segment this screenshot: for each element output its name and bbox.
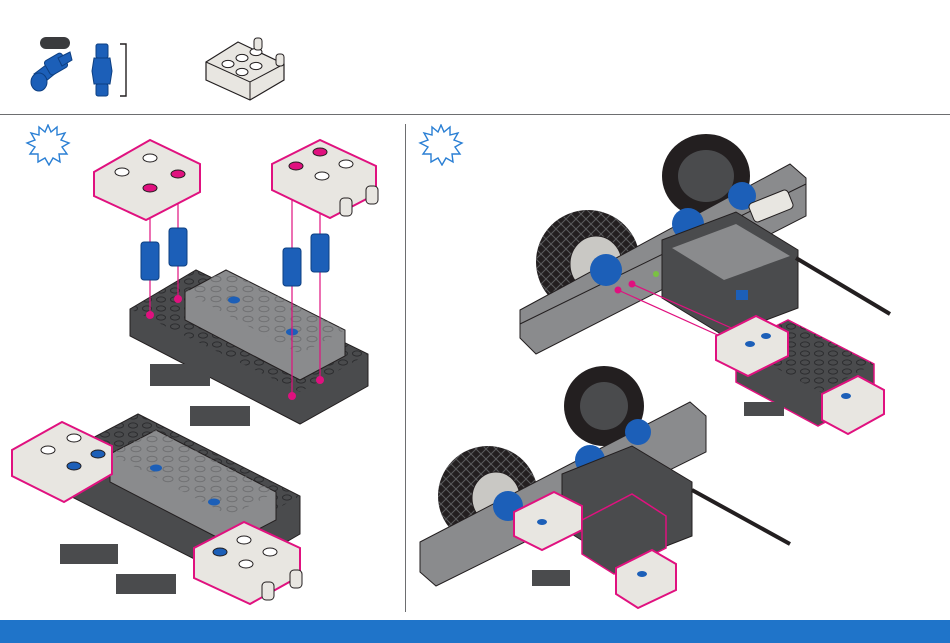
- capped-connector-pin-icon: [90, 42, 132, 100]
- drivetrain-chassis-complete: [420, 366, 790, 608]
- left-assembly-panel: [0, 124, 405, 616]
- right-assembly-panel: [406, 124, 950, 616]
- corner-connector-top-right: [272, 140, 378, 218]
- footer-bar: [0, 620, 950, 643]
- assembled-subunit: [12, 414, 302, 604]
- drivetrain-chassis-upper: [520, 134, 890, 354]
- corner-connector-icon: [198, 34, 294, 104]
- blue-pin-connector-icon: [28, 34, 76, 96]
- exploded-baseplate: [130, 270, 368, 426]
- subunit-attaching: [716, 316, 884, 434]
- corner-connector-top-left: [94, 140, 200, 220]
- header-divider: [0, 114, 950, 115]
- parts-list-bar: [0, 0, 950, 114]
